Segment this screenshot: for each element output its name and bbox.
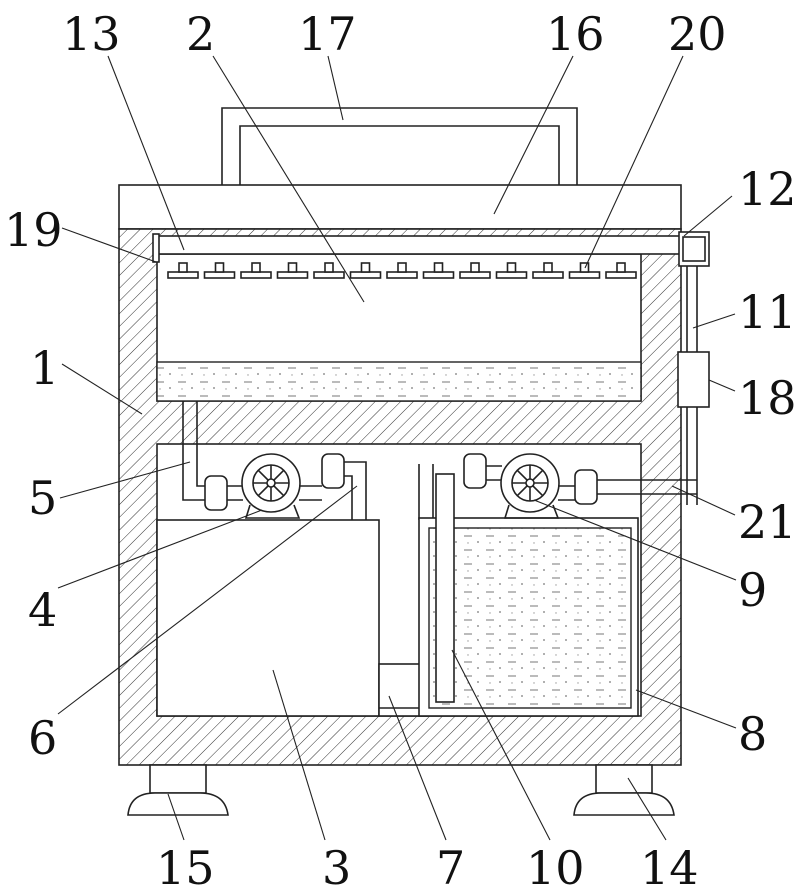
nozzle-stem xyxy=(179,263,187,272)
label-9: 9 xyxy=(738,563,767,617)
nozzle-stem xyxy=(435,263,443,272)
label-8: 8 xyxy=(738,707,767,761)
nozzle-stem xyxy=(289,263,297,272)
nozzle xyxy=(570,272,600,278)
nozzle-stem xyxy=(581,263,589,272)
nozzle xyxy=(351,272,381,278)
label-3: 3 xyxy=(322,841,351,893)
label-16: 16 xyxy=(546,7,605,61)
label-14: 14 xyxy=(640,841,699,893)
nozzle xyxy=(533,272,563,278)
nozzle-stem xyxy=(325,263,333,272)
nozzle xyxy=(205,272,235,278)
nozzle-stem xyxy=(252,263,260,272)
label-5: 5 xyxy=(28,471,57,525)
nozzle xyxy=(460,272,490,278)
nozzle-stem xyxy=(508,263,516,272)
label-12: 12 xyxy=(738,162,797,216)
nozzle xyxy=(241,272,271,278)
nozzle xyxy=(606,272,636,278)
control-box xyxy=(678,352,709,407)
handle xyxy=(222,108,577,185)
label-7: 7 xyxy=(436,841,465,893)
label-10: 10 xyxy=(526,841,585,893)
nozzle xyxy=(278,272,308,278)
nozzle xyxy=(497,272,527,278)
filter-layer xyxy=(157,362,641,401)
nozzle xyxy=(168,272,198,278)
nozzle-stem xyxy=(216,263,224,272)
nozzle xyxy=(314,272,344,278)
nozzle-stem xyxy=(617,263,625,272)
label-4: 4 xyxy=(28,583,57,637)
label-1: 1 xyxy=(30,341,59,395)
label-19: 19 xyxy=(4,203,63,257)
nozzle-stem xyxy=(471,263,479,272)
label-20: 20 xyxy=(668,7,727,61)
label-17: 17 xyxy=(298,7,357,61)
nozzle xyxy=(424,272,454,278)
lid xyxy=(119,185,681,229)
label-13: 13 xyxy=(62,7,121,61)
label-6: 6 xyxy=(28,711,57,765)
label-2: 2 xyxy=(186,7,215,61)
nozzle-stem xyxy=(544,263,552,272)
nozzle xyxy=(387,272,417,278)
label-11: 11 xyxy=(738,285,797,339)
label-15: 15 xyxy=(156,841,215,893)
nozzle-stem xyxy=(398,263,406,272)
fan-hub xyxy=(526,479,534,487)
label-21: 21 xyxy=(738,495,797,549)
foot-right xyxy=(574,765,674,815)
foot-left xyxy=(128,765,228,815)
fan-hub xyxy=(267,479,275,487)
tank-left xyxy=(157,520,379,716)
nozzle-stem xyxy=(362,263,370,272)
label-18: 18 xyxy=(738,371,797,425)
